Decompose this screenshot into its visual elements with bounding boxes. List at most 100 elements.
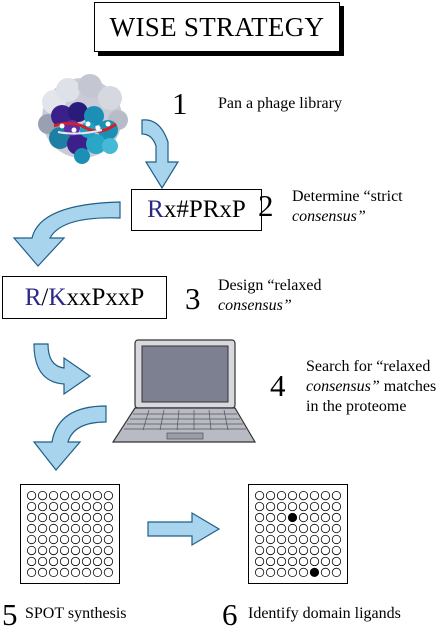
- spot: [298, 490, 309, 501]
- spot: [59, 567, 70, 578]
- spot: [92, 523, 103, 534]
- spot: [265, 512, 276, 523]
- spot: [26, 556, 37, 567]
- spot: [320, 534, 331, 545]
- step-5-number: 5: [2, 597, 18, 632]
- spot: [37, 556, 48, 567]
- spot: [103, 556, 114, 567]
- spot: [320, 556, 331, 567]
- spot: [92, 545, 103, 556]
- laptop-icon: [111, 339, 257, 443]
- spot: [265, 490, 276, 501]
- spot: [320, 567, 331, 578]
- spot: [265, 567, 276, 578]
- spot: [287, 567, 298, 578]
- spot: [103, 534, 114, 545]
- spot: [287, 556, 298, 567]
- spot: [287, 545, 298, 556]
- spot: [254, 545, 265, 556]
- step-4-number: 4: [270, 368, 286, 403]
- spot-grid-synthesis: [20, 484, 120, 584]
- spot: [309, 545, 320, 556]
- spot: [298, 556, 309, 567]
- spot: [254, 556, 265, 567]
- spot: [92, 567, 103, 578]
- spot: [59, 501, 70, 512]
- spot: [265, 534, 276, 545]
- step-2-label: Determine “strict consensus”: [292, 188, 403, 225]
- spot: [320, 512, 331, 523]
- step-4-label: Search for “relaxed consensus” matches i…: [306, 358, 437, 415]
- spot: [59, 556, 70, 567]
- spot: [331, 501, 342, 512]
- spot: [92, 512, 103, 523]
- spot: [298, 545, 309, 556]
- spot: [81, 501, 92, 512]
- spot: [276, 556, 287, 567]
- spot: [320, 490, 331, 501]
- spot: [276, 534, 287, 545]
- spot: [331, 556, 342, 567]
- curved-arrow-down-left-2: [32, 405, 107, 471]
- relaxed-consensus-second: K: [48, 283, 67, 311]
- protein-structure-image: [38, 74, 128, 164]
- spot: [103, 512, 114, 523]
- spot: [59, 545, 70, 556]
- spot: [48, 501, 59, 512]
- spot: [48, 523, 59, 534]
- spot: [298, 534, 309, 545]
- spot: [298, 501, 309, 512]
- spot: [103, 567, 114, 578]
- spot: [37, 501, 48, 512]
- step-3-number: 3: [185, 281, 201, 316]
- spot: [37, 523, 48, 534]
- title-box: WISE STRATEGY: [94, 2, 340, 52]
- spot: [92, 534, 103, 545]
- step-1-number: 1: [172, 86, 188, 121]
- spot: [287, 523, 298, 534]
- spot: [81, 490, 92, 501]
- spot: [48, 556, 59, 567]
- spot: [298, 567, 309, 578]
- spot: [70, 534, 81, 545]
- spot: [298, 512, 309, 523]
- spot: [309, 534, 320, 545]
- spot: [26, 512, 37, 523]
- step-5-label: SPOT synthesis: [25, 605, 127, 622]
- spot: [309, 490, 320, 501]
- spot: [309, 556, 320, 567]
- strict-consensus-rest: x#PRxP: [163, 196, 246, 223]
- spot: [103, 523, 114, 534]
- spot: [26, 501, 37, 512]
- spot: [254, 567, 265, 578]
- spot: [26, 545, 37, 556]
- step-2-number: 2: [258, 188, 274, 223]
- spot: [48, 490, 59, 501]
- spot: [298, 523, 309, 534]
- page-title: WISE STRATEGY: [109, 11, 325, 42]
- spot: [265, 545, 276, 556]
- spot: [48, 512, 59, 523]
- spot: [254, 490, 265, 501]
- spot: [37, 534, 48, 545]
- spot: [254, 534, 265, 545]
- spot: [331, 490, 342, 501]
- spot: [59, 523, 70, 534]
- step-6-label: Identify domain ligands: [248, 605, 401, 622]
- spot: [276, 567, 287, 578]
- spot: [265, 556, 276, 567]
- spot: [92, 490, 103, 501]
- curved-arrow-right: [33, 343, 92, 396]
- spot: [81, 534, 92, 545]
- spot: [276, 490, 287, 501]
- spot: [48, 567, 59, 578]
- spot: [59, 490, 70, 501]
- relaxed-consensus-rest: xxPxxP: [66, 283, 145, 311]
- spot: [70, 567, 81, 578]
- spot: [265, 523, 276, 534]
- spot: [37, 567, 48, 578]
- spot: [276, 523, 287, 534]
- spot: [70, 501, 81, 512]
